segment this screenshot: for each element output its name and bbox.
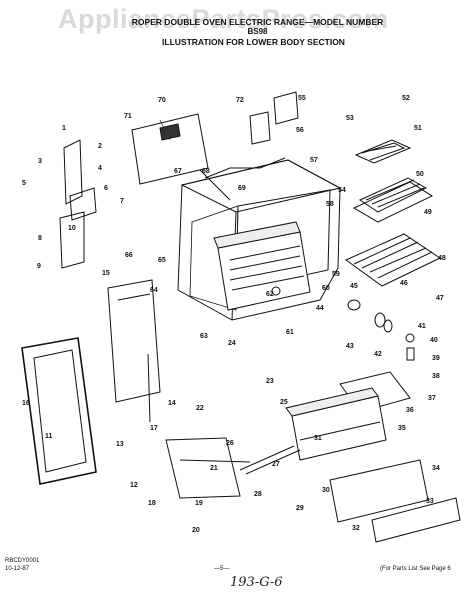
callout-label-60: 60 bbox=[322, 285, 330, 292]
callout-label-1: 1 bbox=[62, 125, 66, 132]
callout-label-66: 66 bbox=[125, 252, 133, 259]
callout-label-18: 18 bbox=[148, 500, 156, 507]
callout-label-8: 8 bbox=[38, 235, 42, 242]
callout-label-17: 17 bbox=[150, 425, 158, 432]
callout-label-56: 56 bbox=[296, 127, 304, 134]
callout-label-7: 7 bbox=[120, 198, 124, 205]
callout-label-20: 20 bbox=[192, 527, 200, 534]
callout-label-2: 2 bbox=[98, 143, 102, 150]
drawer-fronts bbox=[329, 459, 461, 543]
watermark: AppliancePartsPros.com bbox=[58, 4, 389, 34]
callout-label-67: 67 bbox=[174, 168, 182, 175]
callout-label-30: 30 bbox=[322, 487, 330, 494]
callout-label-63: 63 bbox=[200, 333, 208, 340]
back-panel bbox=[131, 113, 209, 185]
element-knobs bbox=[347, 299, 415, 361]
callout-label-61: 61 bbox=[286, 329, 294, 336]
callout-label-16: 16 bbox=[22, 400, 30, 407]
callout-label-59: 59 bbox=[332, 271, 340, 278]
callout-label-62: 62 bbox=[266, 291, 274, 298]
handwritten-note: 193-G-6 bbox=[230, 575, 283, 590]
footer-note: (For Parts List See Page 6 bbox=[380, 566, 451, 572]
callout-label-11: 11 bbox=[45, 433, 53, 440]
callout-label-29: 29 bbox=[296, 505, 304, 512]
callout-label-43: 43 bbox=[346, 343, 354, 350]
upper-heating-element bbox=[354, 139, 412, 164]
callout-label-57: 57 bbox=[310, 157, 318, 164]
callout-label-14: 14 bbox=[168, 400, 176, 407]
callout-label-12: 12 bbox=[130, 482, 138, 489]
callout-label-68: 68 bbox=[202, 168, 210, 175]
footer-page-number: —5— bbox=[214, 566, 230, 572]
callout-label-3: 3 bbox=[38, 158, 42, 165]
callout-label-49: 49 bbox=[424, 209, 432, 216]
oven-rack bbox=[345, 233, 442, 287]
callout-label-25: 25 bbox=[280, 399, 288, 406]
callout-label-54: 54 bbox=[338, 187, 346, 194]
header-model-number: BS98 bbox=[247, 27, 268, 36]
callout-label-47: 47 bbox=[436, 295, 444, 302]
callout-label-22: 22 bbox=[196, 405, 204, 412]
callout-label-45: 45 bbox=[350, 283, 358, 290]
callout-label-50: 50 bbox=[416, 171, 424, 178]
callout-label-51: 51 bbox=[414, 125, 422, 132]
callout-label-42: 42 bbox=[374, 351, 382, 358]
slides-and-rails bbox=[147, 353, 301, 499]
callout-label-34: 34 bbox=[432, 465, 440, 472]
header-title: ROPER DOUBLE OVEN ELECTRIC RANGE—MODEL N… bbox=[131, 17, 384, 27]
callout-label-32: 32 bbox=[352, 525, 360, 532]
callout-label-15: 15 bbox=[102, 270, 110, 277]
callout-label-71: 71 bbox=[124, 113, 132, 120]
callout-label-40: 40 bbox=[430, 337, 438, 344]
callout-label-72: 72 bbox=[236, 97, 244, 104]
callout-label-53: 53 bbox=[346, 115, 354, 122]
callout-label-4: 4 bbox=[98, 165, 102, 172]
callout-label-52: 52 bbox=[402, 95, 410, 102]
storage-drawer bbox=[285, 387, 387, 461]
callout-label-27: 27 bbox=[272, 461, 280, 468]
callout-label-44: 44 bbox=[316, 305, 324, 312]
callout-label-41: 41 bbox=[418, 323, 426, 330]
callout-label-48: 48 bbox=[438, 255, 446, 262]
callout-label-35: 35 bbox=[398, 425, 406, 432]
callout-label-38: 38 bbox=[432, 373, 440, 380]
callout-label-58: 58 bbox=[326, 201, 334, 208]
callout-label-39: 39 bbox=[432, 355, 440, 362]
callout-label-26: 26 bbox=[226, 440, 234, 447]
callout-label-9: 9 bbox=[37, 263, 41, 270]
footer-code: RBCDY0001 bbox=[5, 558, 40, 564]
callout-label-28: 28 bbox=[254, 491, 262, 498]
broil-pan bbox=[352, 177, 434, 223]
callout-label-65: 65 bbox=[158, 257, 166, 264]
header-subtitle: ILLUSTRATION FOR LOWER BODY SECTION bbox=[162, 37, 345, 47]
callout-label-46: 46 bbox=[400, 280, 408, 287]
callout-label-37: 37 bbox=[428, 395, 436, 402]
footer-date: 10-12-87 bbox=[5, 566, 30, 572]
callout-label-64: 64 bbox=[150, 287, 158, 294]
callout-label-31: 31 bbox=[314, 435, 322, 442]
side-brackets bbox=[59, 139, 97, 269]
oven-door bbox=[21, 279, 161, 485]
callout-label-24: 24 bbox=[228, 340, 236, 347]
callout-label-23: 23 bbox=[266, 378, 274, 385]
callout-label-6: 6 bbox=[104, 185, 108, 192]
callout-label-5: 5 bbox=[22, 180, 26, 187]
callout-label-69: 69 bbox=[238, 185, 246, 192]
callout-label-13: 13 bbox=[116, 441, 124, 448]
callout-label-36: 36 bbox=[406, 407, 414, 414]
callout-label-21: 21 bbox=[210, 465, 218, 472]
callout-label-19: 19 bbox=[195, 500, 203, 507]
callout-label-70: 70 bbox=[158, 97, 166, 104]
vent-and-latch bbox=[249, 91, 299, 145]
callout-label-10: 10 bbox=[68, 225, 76, 232]
callout-label-33: 33 bbox=[426, 498, 434, 505]
oven-liner bbox=[213, 221, 311, 311]
callout-label-55: 55 bbox=[298, 95, 306, 102]
